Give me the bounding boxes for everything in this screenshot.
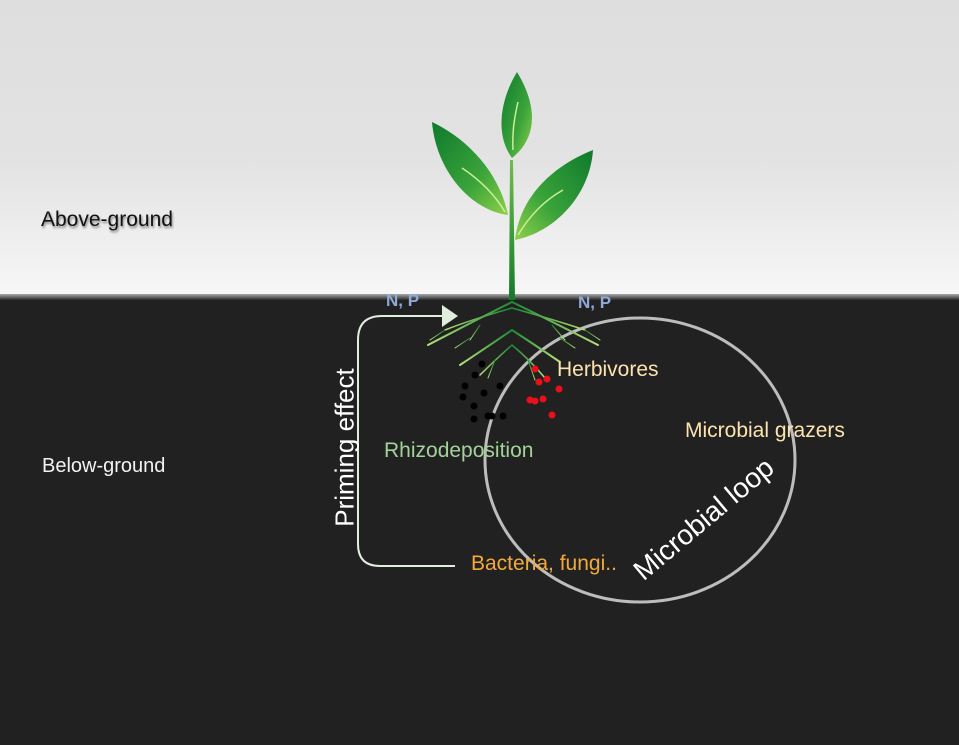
- particle: [478, 360, 486, 368]
- below-ground-label: Below-ground: [42, 455, 166, 477]
- particle: [480, 389, 488, 397]
- particle: [555, 385, 563, 393]
- arrowhead-icon: [442, 305, 458, 327]
- particle: [459, 393, 467, 401]
- particle: [471, 371, 479, 379]
- particle: [488, 412, 496, 420]
- plant-icon: [432, 72, 593, 300]
- particle: [539, 395, 547, 403]
- particle: [531, 365, 539, 373]
- particle: [470, 415, 478, 423]
- nutrients-left-label: N, P: [386, 291, 420, 310]
- rhizodeposition-label: Rhizodeposition: [384, 439, 534, 462]
- particle: [496, 382, 504, 390]
- particle: [470, 402, 478, 410]
- particle: [535, 378, 543, 386]
- soil-surface-line: [0, 294, 959, 300]
- nutrients-right-label: N, P: [578, 293, 612, 312]
- above-ground-zone: [0, 0, 959, 296]
- herbivore-particles: [526, 365, 563, 419]
- rhizodeposit-particles: [459, 360, 507, 423]
- priming-effect-arrow: [357, 305, 458, 567]
- above-ground-label: Above-ground: [41, 208, 173, 231]
- microbial-grazers-label: Microbial grazers: [685, 419, 845, 442]
- priming-effect-label: Priming effect: [329, 368, 360, 527]
- particle: [531, 397, 539, 405]
- below-ground-zone: [0, 300, 959, 745]
- herbivores-label: Herbivores: [557, 358, 659, 381]
- particle: [548, 411, 556, 419]
- particle: [499, 412, 507, 420]
- bacteria-fungi-label: Bacteria, fungi..: [471, 552, 617, 575]
- microbial-loop-circle: [483, 316, 797, 604]
- particle: [543, 375, 551, 383]
- leaf-left: [432, 122, 508, 215]
- stem: [509, 160, 515, 300]
- particle: [461, 382, 469, 390]
- leaf-top: [501, 72, 532, 158]
- roots-icon: [427, 293, 601, 396]
